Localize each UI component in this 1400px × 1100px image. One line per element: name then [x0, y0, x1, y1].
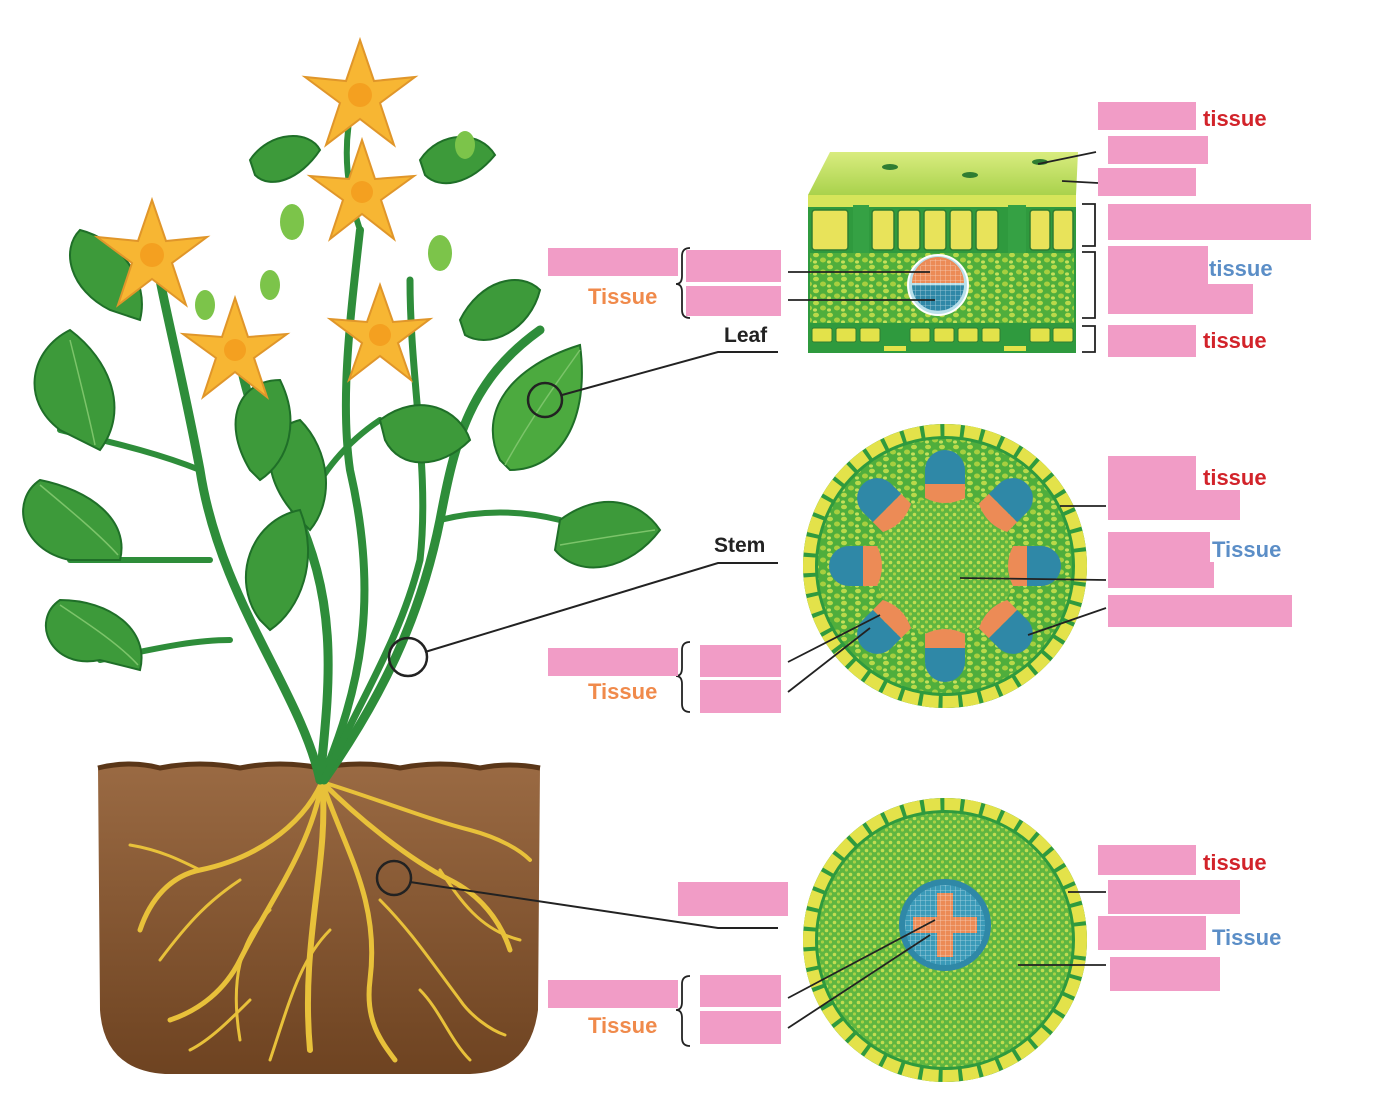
blank-root-ground-tissue[interactable] [1098, 916, 1206, 950]
plant-illustration [22, 36, 662, 1074]
root-callout-circle [375, 859, 413, 897]
blank-root-vascular-title[interactable] [548, 980, 678, 1008]
leaf-label: Leaf [724, 324, 768, 347]
root-dermal-tissue-label: tissue [1203, 850, 1267, 875]
blank-leaf-ground-tissue[interactable] [1108, 246, 1208, 284]
blank-leaf-stomata[interactable] [1108, 136, 1208, 164]
blank-leaf-xylem[interactable] [686, 250, 781, 282]
soil-pot [98, 764, 540, 1074]
blank-root-xylem[interactable] [700, 975, 781, 1007]
text-labels: Leaf Stem Tissue Tissue Tissue tissue ti… [588, 106, 1281, 1038]
stem-label: Stem [714, 534, 765, 557]
leaf-dermal-tissue-label: tissue [1203, 106, 1267, 131]
blank-stem-ground-tissue[interactable] [1108, 532, 1210, 562]
flowers [93, 36, 475, 400]
blank-leaf-epidermis[interactable] [1098, 168, 1196, 196]
blank-root-name[interactable] [678, 882, 788, 916]
leaves [22, 135, 662, 672]
blank-leaf-palisade[interactable] [1108, 204, 1311, 240]
stem-ground-tissue-label: Tissue [1212, 537, 1281, 562]
blank-stem-epidermis[interactable] [1108, 490, 1240, 520]
leaf-callout-circle [526, 381, 564, 419]
blank-root-dermal-tissue[interactable] [1098, 845, 1196, 875]
leaf-lower-dermal-tissue-label: tissue [1203, 328, 1267, 353]
blank-leaf-phloem[interactable] [686, 286, 781, 316]
root-ground-tissue-label: Tissue [1212, 925, 1281, 950]
stem-vascular-bundles [829, 450, 1061, 682]
blank-leaf-vascular-title[interactable] [548, 248, 678, 276]
blank-leaf-dermal-tissue[interactable] [1098, 102, 1196, 130]
blank-root-cortex[interactable] [1110, 957, 1220, 991]
blank-leaf-spongy[interactable] [1108, 284, 1253, 314]
roots [128, 779, 532, 1063]
leaf-cross-section [808, 152, 1078, 353]
stem-cross-section [803, 424, 1087, 708]
leaf-vascular-tissue-label: Tissue [588, 284, 657, 309]
blank-leaf-lower-dermal[interactable] [1108, 325, 1196, 357]
stem-callout-circle [387, 636, 429, 678]
stem-dermal-tissue-label: tissue [1203, 465, 1267, 490]
stem-vascular-tissue-label: Tissue [588, 679, 657, 704]
connector-lines [409, 351, 778, 929]
blank-root-phloem[interactable] [700, 1011, 781, 1044]
blank-stem-vascular-title[interactable] [548, 648, 678, 676]
root-cross-section [803, 798, 1087, 1082]
stems [57, 77, 563, 785]
blank-stem-phloem[interactable] [700, 680, 781, 713]
root-vascular-tissue-label: Tissue [588, 1013, 657, 1038]
blank-stem-cortex[interactable] [1108, 595, 1292, 627]
blank-stem-dermal-tissue[interactable] [1108, 456, 1196, 490]
blank-stem-xylem[interactable] [700, 645, 781, 677]
blank-root-epidermis[interactable] [1108, 880, 1240, 914]
leaf-ground-tissue-label: tissue [1209, 256, 1273, 281]
callout-leaf [491, 343, 583, 472]
blank-stem-pith[interactable] [1108, 562, 1214, 588]
blank-label-boxes[interactable] [548, 102, 1311, 1044]
